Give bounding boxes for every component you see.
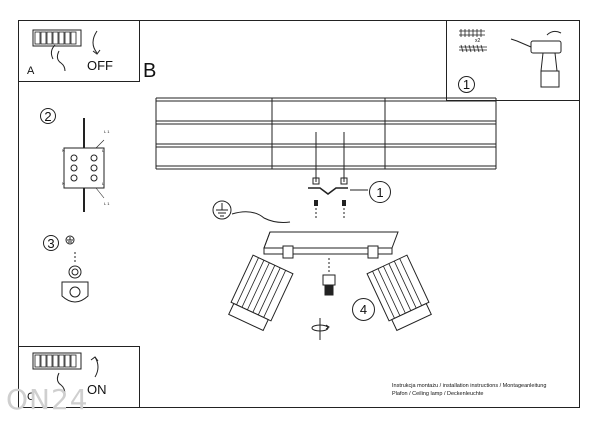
step-4-bulb-number: 4: [352, 298, 375, 321]
terminal-label-l-bottom: L: [102, 181, 105, 186]
panel-a-switch-off: A OFF: [18, 20, 140, 82]
breaker-off-illustration: [32, 29, 101, 72]
drawing-frame: [18, 20, 580, 408]
anchor-quantity: x2: [475, 38, 481, 44]
panel-b-letter: B: [143, 60, 157, 82]
panel-c-switch-on: C ON: [18, 346, 140, 408]
watermark-logo: ON24: [6, 383, 89, 416]
panel-a-letter: A: [27, 65, 35, 77]
terminal-label-l-top: L: [102, 148, 105, 153]
terminal-label-l1-bottom: L 1: [104, 201, 110, 206]
breaker-on-illustration: [32, 352, 99, 396]
terminal-label-n-top: N: [62, 148, 65, 153]
drill-and-anchors-illustration: [459, 29, 562, 88]
panel-a-state: OFF: [87, 58, 113, 73]
footer-product: Plafon / Ceiling lamp / Deckenleuchte: [392, 391, 484, 397]
panel-c-state: ON: [87, 382, 107, 397]
footer-instructions: Instrukcja montażu / installation instru…: [392, 383, 547, 389]
terminal-label-l1-top: L 1: [104, 129, 110, 134]
step-3-number: 3: [43, 235, 59, 251]
terminal-label-n-bottom: N: [62, 181, 65, 186]
step-1-tools-number: 1: [458, 76, 475, 93]
tools-box: x2 1: [446, 20, 580, 101]
step-2-number: 2: [40, 108, 56, 124]
panel-c-letter: C: [27, 391, 35, 403]
step-1-mount-number: 1: [369, 181, 391, 203]
